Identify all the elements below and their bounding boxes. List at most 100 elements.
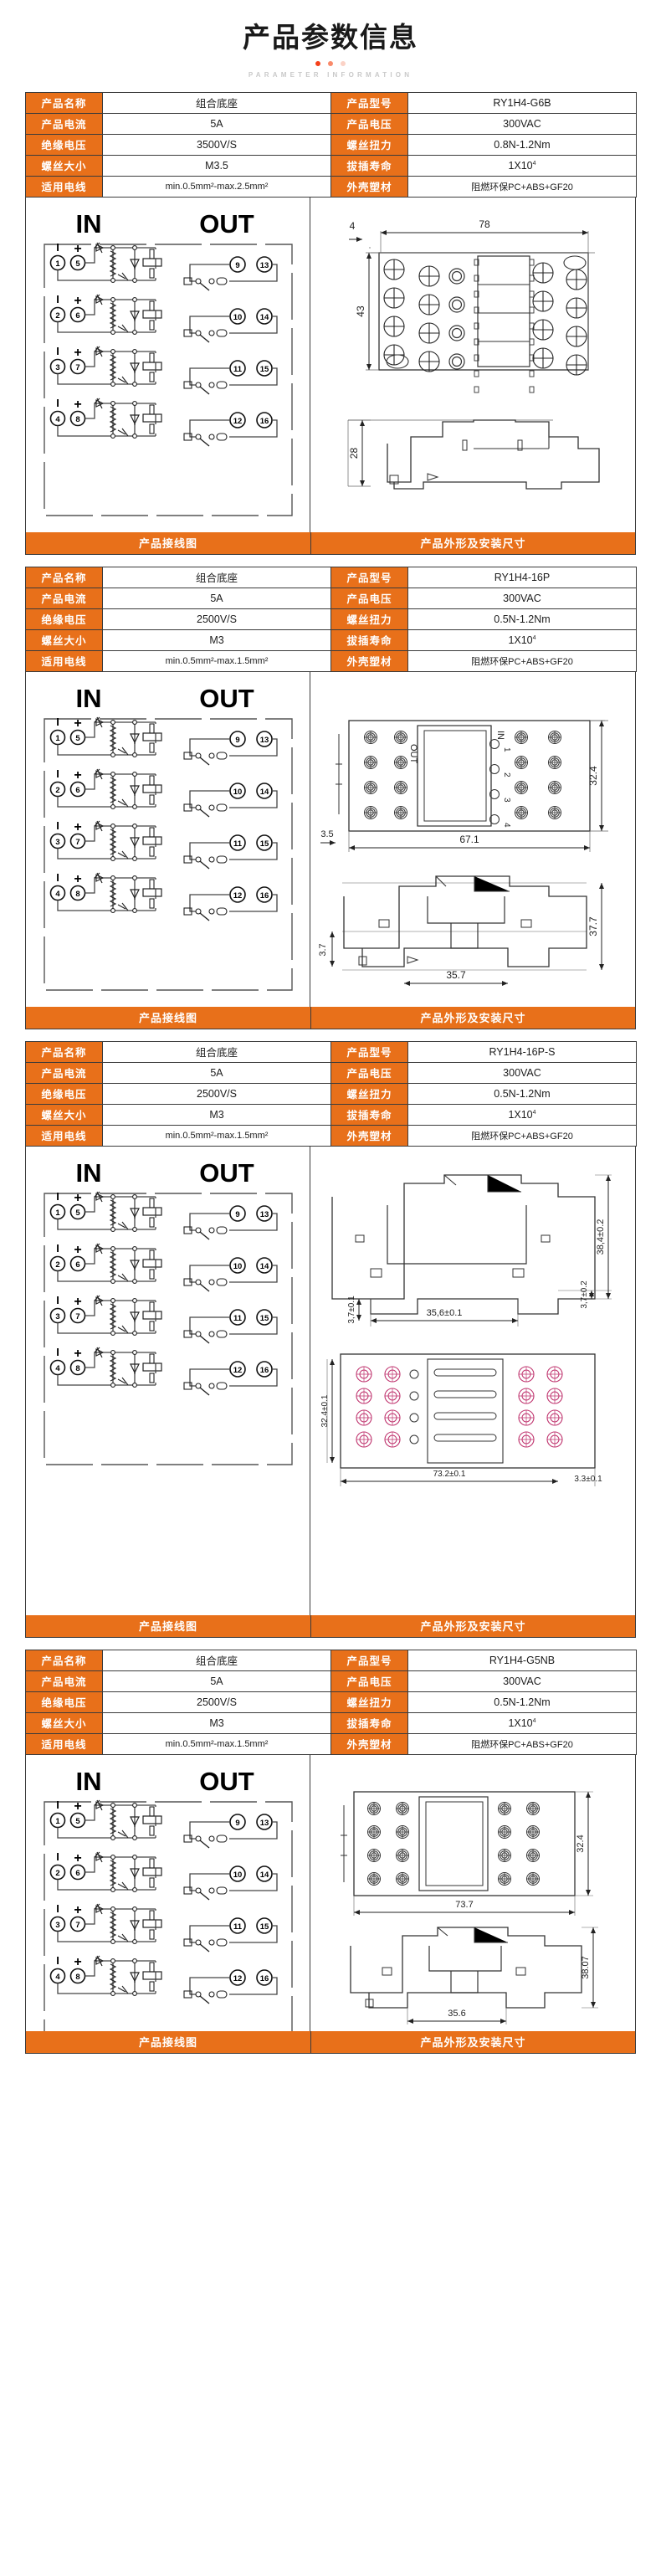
- value-insulation: 2500V/S: [102, 608, 331, 630]
- wiring-diagram-svg: IN OUT I + 1 5: [44, 684, 293, 991]
- svg-text:4: 4: [350, 220, 356, 232]
- svg-text:6: 6: [75, 1869, 79, 1878]
- svg-text:9: 9: [235, 261, 239, 270]
- value-voltage: 300VAC: [407, 1670, 637, 1692]
- svg-text:15: 15: [260, 1314, 269, 1323]
- svg-text:1: 1: [55, 1817, 60, 1826]
- svg-text:2: 2: [55, 786, 59, 795]
- svg-text:11: 11: [233, 365, 243, 374]
- value-torque: 0.5N-1.2Nm: [407, 608, 637, 630]
- dimension-drawing-svg: 38,4±0.2 3,7±0.2 35,6±0.1 3,7±0.1: [320, 1174, 612, 1486]
- label-life: 拔插寿命: [330, 1711, 408, 1734]
- value-shell: 阻燃环保PC+ABS+GF20: [407, 1124, 637, 1147]
- label-name: 产品名称: [25, 91, 103, 114]
- svg-text:1: 1: [55, 1208, 60, 1218]
- wiring-channel-3: I + 3 7 11: [49, 819, 278, 870]
- wiring-diagram-cell: IN OUT I + 1 5: [26, 1754, 310, 2031]
- figure-row: IN OUT I + 1 5: [25, 1146, 636, 1615]
- table-row: 绝缘电压 2500V/S 螺丝扭力 0.5N-1.2Nm: [25, 1691, 637, 1713]
- wiring-channel-2: I + 2 6 10: [49, 1850, 278, 1901]
- caption-dimensions: 产品外形及安装尺寸: [310, 531, 636, 555]
- svg-text:11: 11: [233, 1922, 243, 1932]
- svg-text:+: +: [74, 1903, 81, 1917]
- dimension-drawing-svg: 78 4 43 28: [347, 218, 600, 490]
- side-view: 38,4±0.2 3,7±0.2 35,6±0.1 3,7±0.1: [331, 1174, 612, 1326]
- svg-text:38.07: 38.07: [581, 1956, 591, 1979]
- svg-text:5: 5: [75, 734, 80, 743]
- caption-row: 产品接线图 产品外形及安装尺寸: [25, 2030, 636, 2054]
- label-model: 产品型号: [330, 1040, 408, 1063]
- value-torque: 0.8N-1.2Nm: [407, 133, 637, 156]
- side-view: 28: [347, 419, 600, 490]
- svg-text:I: I: [56, 1799, 59, 1811]
- label-screw-size: 螺丝大小: [25, 154, 103, 177]
- spec-table: 产品名称 组合底座 产品型号 RY1H4-16P 产品电流 5A 产品电压 30…: [25, 566, 637, 672]
- svg-text:10: 10: [233, 1262, 243, 1271]
- svg-text:14: 14: [260, 1262, 269, 1271]
- svg-text:+: +: [74, 1955, 81, 1969]
- caption-row: 产品接线图 产品外形及安装尺寸: [25, 531, 636, 555]
- value-name: 组合底座: [102, 91, 331, 114]
- figure-row: IN OUT I + 1 5: [25, 671, 636, 1007]
- svg-text:4: 4: [55, 415, 60, 424]
- svg-text:16: 16: [260, 1366, 269, 1375]
- svg-text:2: 2: [502, 772, 511, 777]
- label-current: 产品电流: [25, 587, 103, 609]
- caption-dimensions: 产品外形及安装尺寸: [310, 1614, 636, 1638]
- svg-text:3: 3: [55, 1312, 59, 1321]
- svg-text:4: 4: [55, 1973, 60, 1982]
- label-voltage: 产品电压: [330, 112, 408, 135]
- dimension-drawing-svg: 1 2 3 4 OUT IN 67.1 3.5 32.4: [318, 720, 608, 986]
- wiring-diagram-svg: IN OUT I + 1 5: [44, 1767, 293, 2031]
- value-screw-size: M3: [102, 1103, 331, 1126]
- value-name: 组合底座: [102, 566, 331, 588]
- svg-text:I: I: [56, 1954, 59, 1967]
- wiring-channel-2: I + 2 6 10: [49, 293, 278, 343]
- label-current: 产品电流: [25, 1061, 103, 1084]
- label-shell: 外壳塑材: [330, 175, 408, 198]
- svg-text:6: 6: [75, 311, 79, 321]
- label-name: 产品名称: [25, 1649, 103, 1671]
- side-view: 38.07 35.6: [350, 1927, 598, 2024]
- svg-text:13: 13: [260, 1210, 269, 1219]
- svg-text:I: I: [56, 1242, 59, 1255]
- svg-text:I: I: [56, 1294, 59, 1306]
- page-title: 产品参数信息: [243, 22, 418, 53]
- value-wire: min.0.5mm²-max.1.5mm²: [102, 1124, 331, 1147]
- caption-dimensions: 产品外形及安装尺寸: [310, 2030, 636, 2054]
- wiring-channel-4: I + 4 8 12: [49, 1346, 278, 1396]
- label-shell: 外壳塑材: [330, 1124, 408, 1147]
- wiring-channel-3: I + 3 7 11: [49, 345, 278, 395]
- svg-text:16: 16: [260, 891, 269, 901]
- top-view: 32.4 73.7: [341, 1791, 593, 1916]
- svg-text:12: 12: [233, 891, 243, 901]
- wiring-channel-3: I + 3 7 11: [49, 1294, 278, 1344]
- svg-text:7: 7: [75, 1921, 79, 1930]
- svg-text:+: +: [74, 872, 81, 886]
- spec-table: 产品名称 组合底座 产品型号 RY1H4-G5NB 产品电流 5A 产品电压 3…: [25, 1649, 637, 1755]
- label-name: 产品名称: [25, 1040, 103, 1063]
- wiring-channel-4: I + 4 8 12: [49, 397, 278, 447]
- wiring-diagram-cell: IN OUT I + 1 5: [26, 197, 310, 532]
- label-torque: 螺丝扭力: [330, 1691, 408, 1713]
- svg-text:5: 5: [75, 1817, 80, 1826]
- out-label: OUT: [199, 1767, 254, 1796]
- svg-text:35,6±0.1: 35,6±0.1: [427, 1308, 463, 1318]
- svg-text:15: 15: [260, 365, 269, 374]
- dot-2-icon: [328, 60, 333, 66]
- svg-text:12: 12: [233, 417, 243, 426]
- svg-text:4: 4: [502, 823, 511, 828]
- side-view: 37.7 3.7 35.7: [318, 875, 604, 986]
- svg-text:OUT: OUT: [408, 744, 418, 764]
- svg-text:43: 43: [355, 305, 366, 317]
- value-current: 5A: [102, 587, 331, 609]
- enclosure-outline: [44, 1801, 293, 2031]
- label-shell: 外壳塑材: [330, 1732, 408, 1755]
- value-shell: 阻燃环保PC+ABS+GF20: [407, 649, 637, 672]
- wiring-channel-2: I + 2 6 10: [49, 767, 278, 818]
- enclosure-outline: [44, 244, 293, 516]
- svg-text:8: 8: [75, 1364, 79, 1373]
- svg-text:I: I: [56, 1902, 59, 1915]
- out-label: OUT: [199, 684, 254, 713]
- svg-text:35.6: 35.6: [448, 2009, 465, 2019]
